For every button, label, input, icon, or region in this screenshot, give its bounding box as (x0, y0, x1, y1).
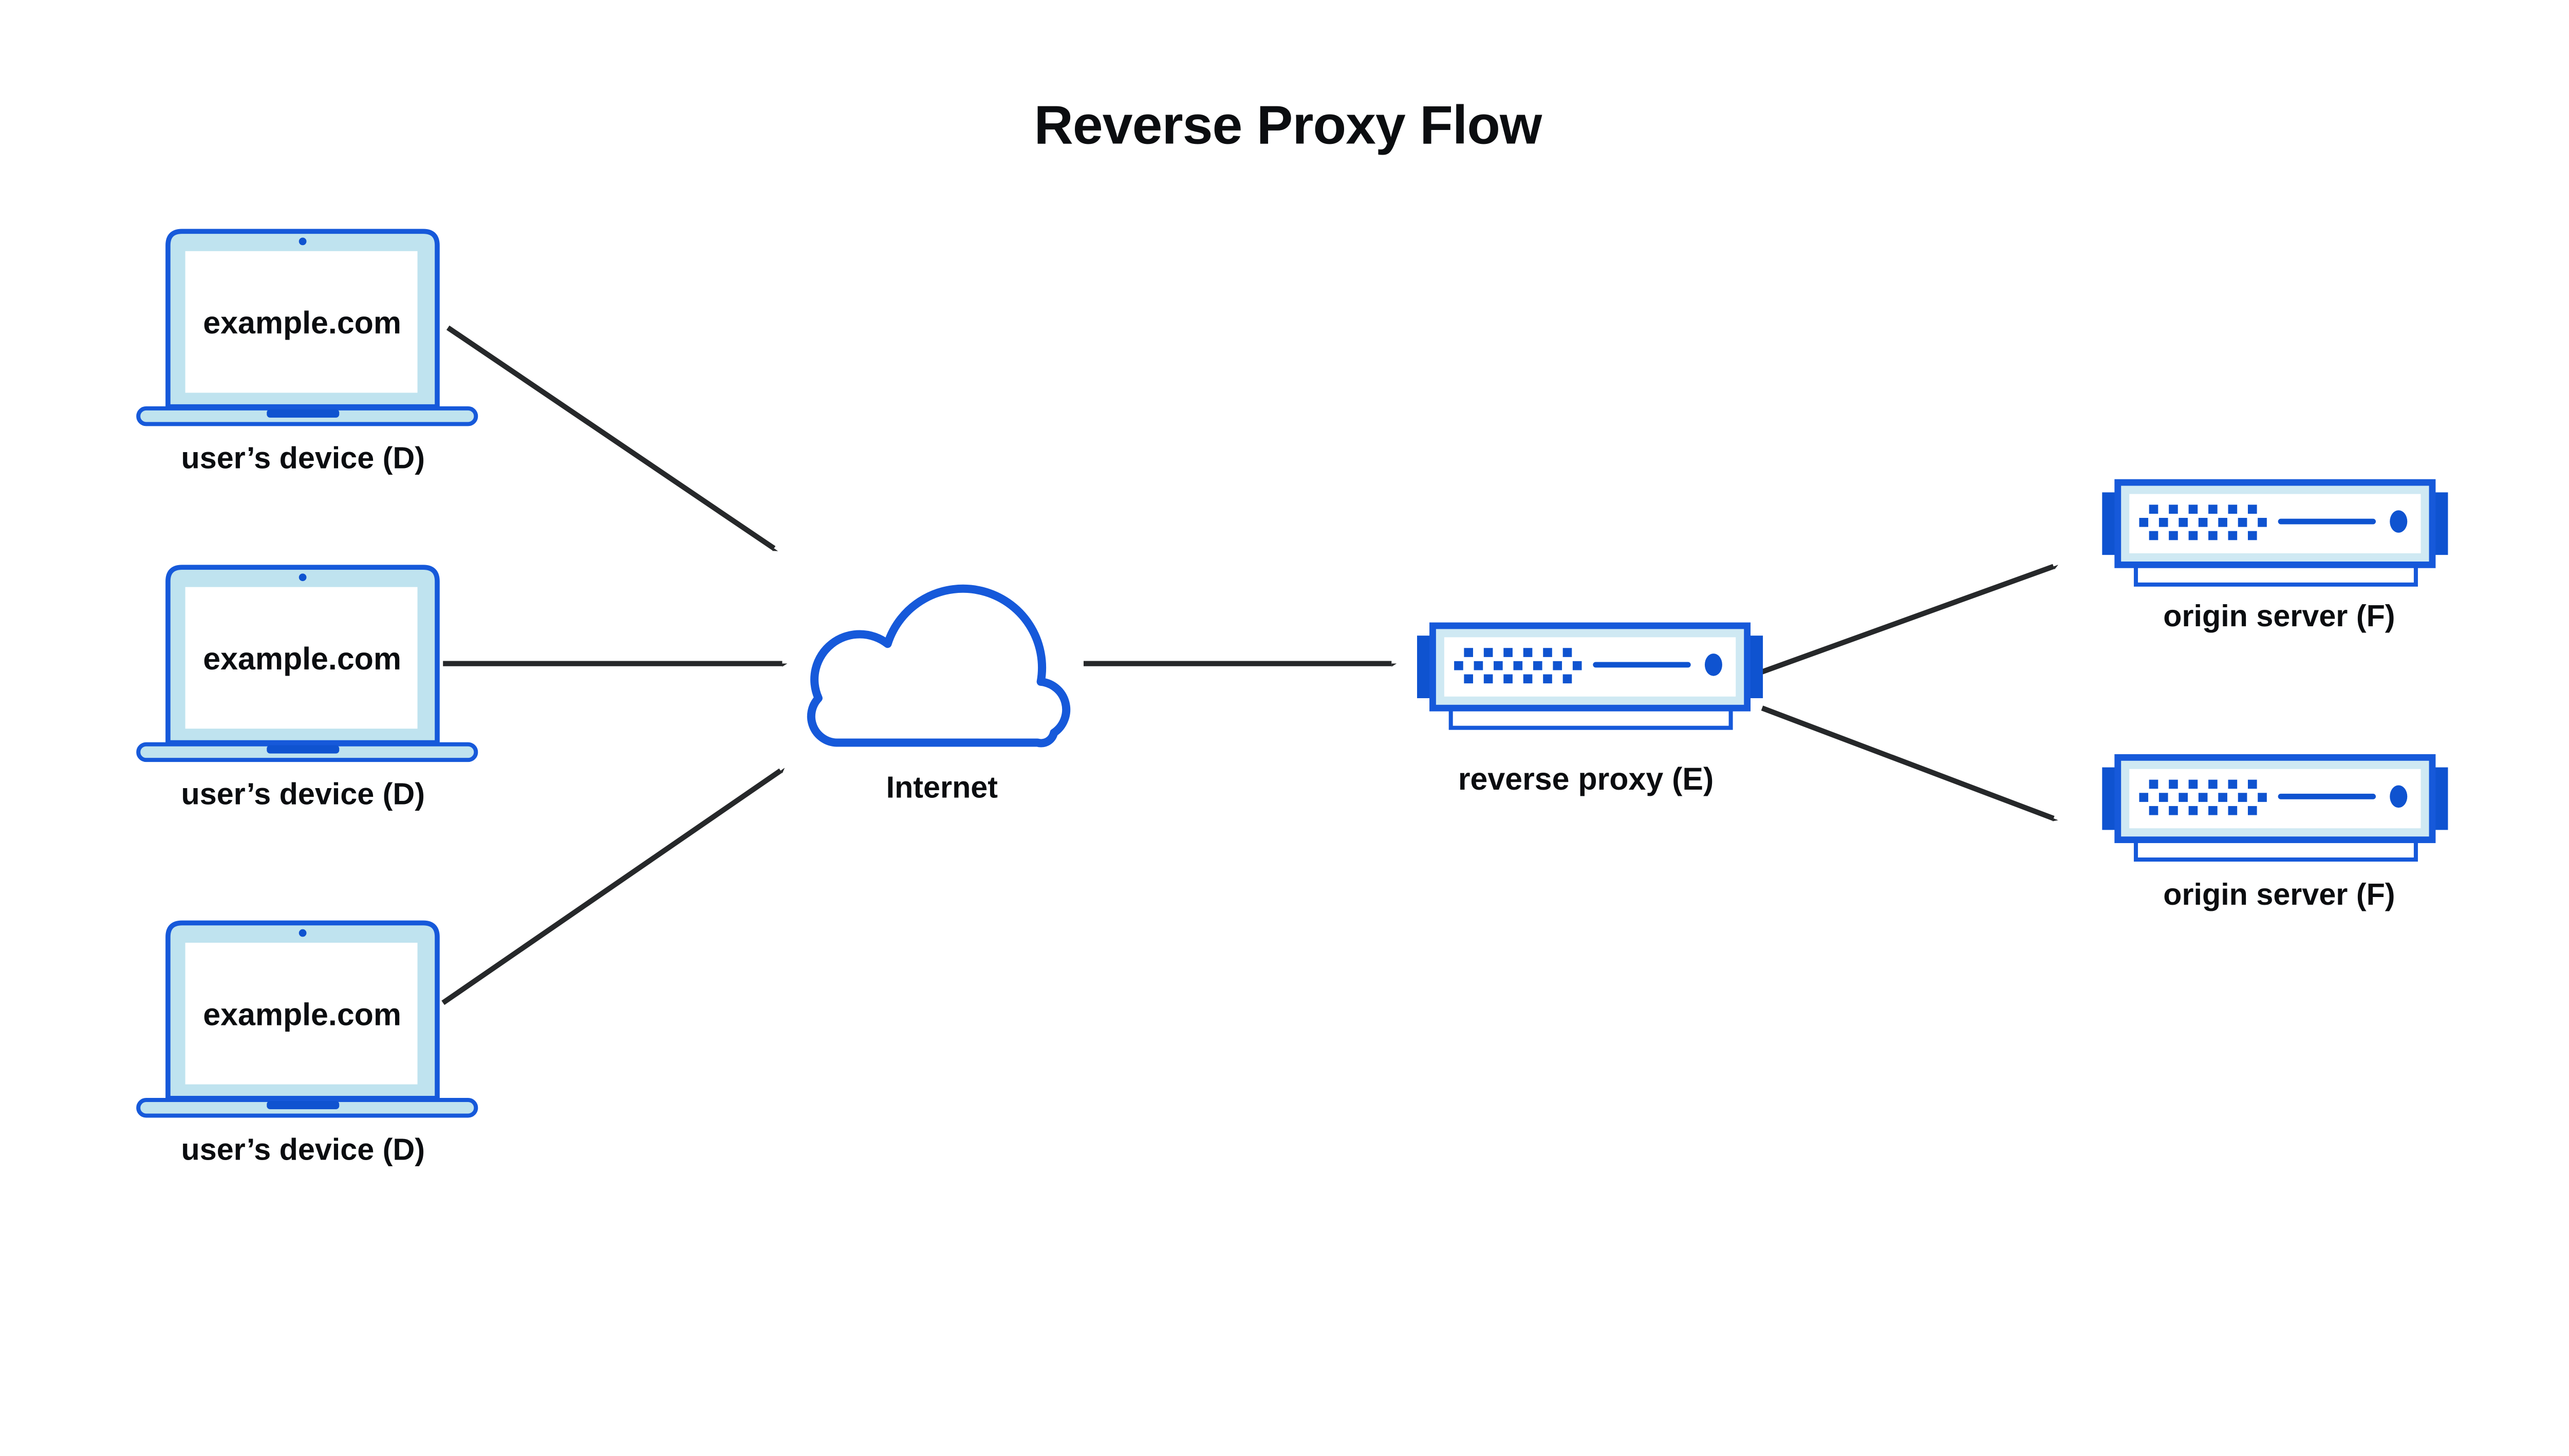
internet-label: Internet (886, 770, 998, 805)
cloud-icon (807, 584, 1071, 748)
reverse-proxy-flow-diagram: Reverse Proxy Flow example.com user’s de… (0, 95, 2569, 1167)
internet-node: Internet (807, 584, 1071, 805)
device-screen-text: example.com (203, 641, 401, 676)
server-icon (1417, 626, 1763, 728)
user-device-1: example.com user’s device (D) (138, 231, 476, 475)
arrow-proxy-to-origin1 (1761, 567, 2053, 675)
origin-server-1: origin server (F) (2102, 482, 2448, 633)
device-screen-text: example.com (203, 305, 401, 340)
server-icon (2102, 757, 2448, 860)
device-label: user’s device (D) (181, 1132, 425, 1167)
server-icon (2102, 482, 2448, 585)
origin-server-label: origin server (F) (2163, 877, 2395, 911)
diagram-stage: Reverse Proxy Flow example.com user’s de… (0, 95, 2569, 1167)
arrow-device1-to-internet (446, 325, 774, 548)
device-label: user’s device (D) (181, 776, 425, 811)
origin-server-label: origin server (F) (2163, 599, 2395, 633)
user-device-2: example.com user’s device (D) (138, 567, 476, 811)
page-title: Reverse Proxy Flow (1034, 95, 1542, 156)
device-label: user’s device (D) (181, 441, 425, 475)
arrow-device3-to-internet (441, 771, 780, 1005)
arrow-proxy-to-origin2 (1761, 705, 2053, 818)
user-device-3: example.com user’s device (D) (138, 923, 476, 1167)
reverse-proxy-node: reverse proxy (E) (1417, 626, 1763, 796)
origin-server-2: origin server (F) (2102, 757, 2448, 911)
device-screen-text: example.com (203, 997, 401, 1032)
reverse-proxy-label: reverse proxy (E) (1458, 761, 1714, 796)
